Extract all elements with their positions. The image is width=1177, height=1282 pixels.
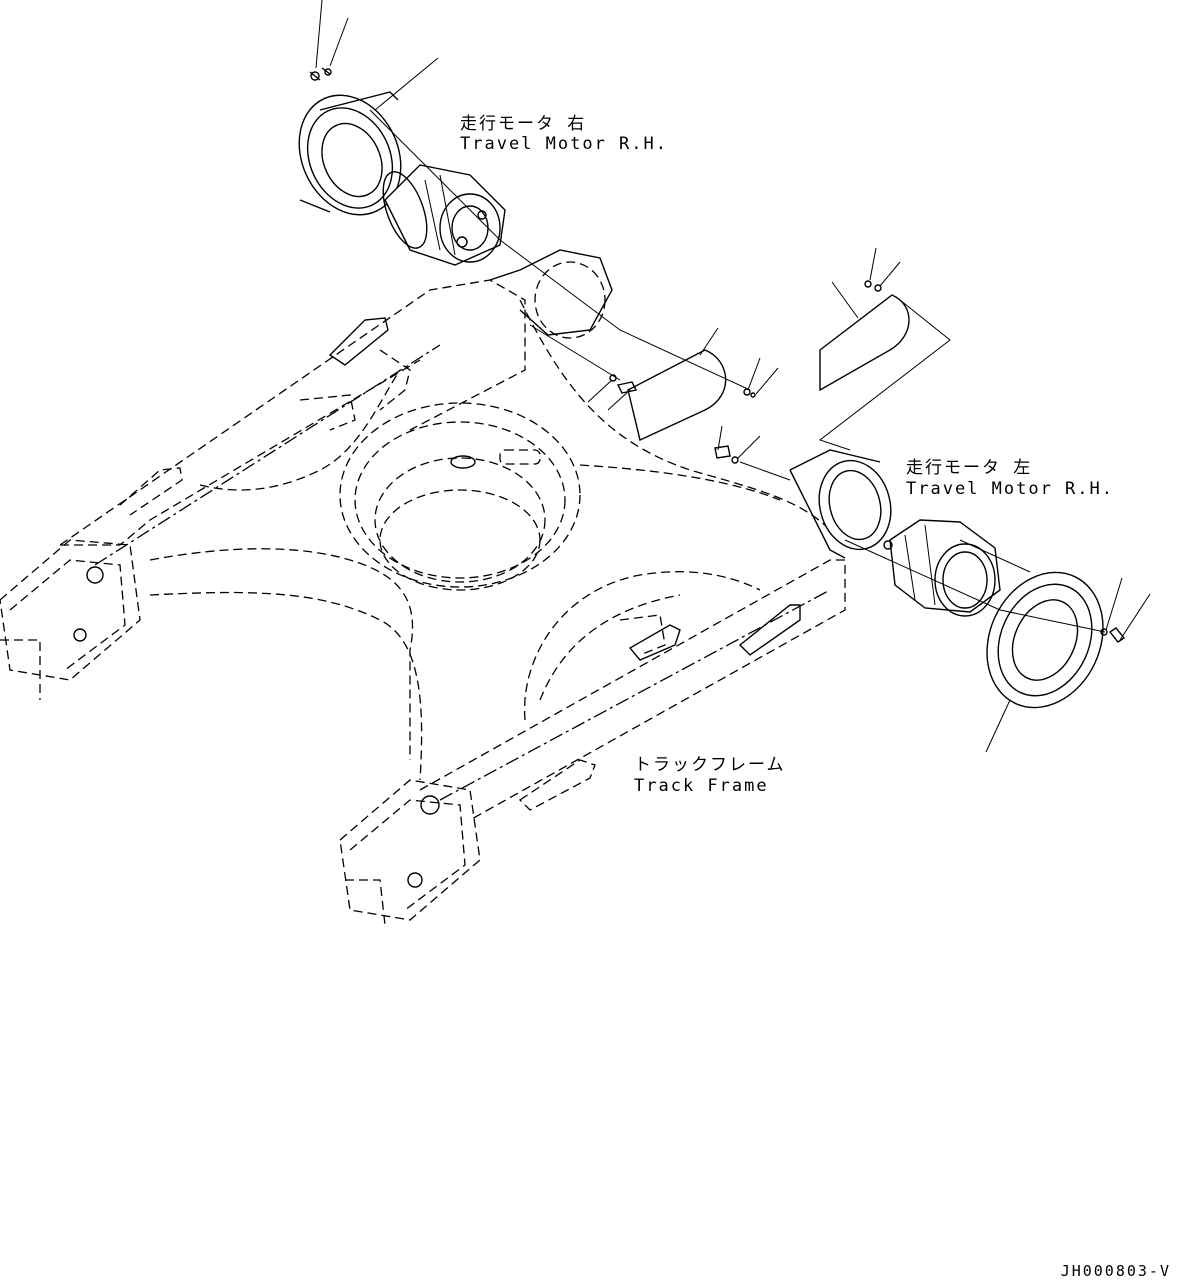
label-travel-motor-left-jp: 走行モータ 左 [906,458,1033,478]
label-track-frame-en: Track Frame [634,776,769,796]
label-travel-motor-right-en: Travel Motor R.H. [460,134,668,154]
label-travel-motor-right-jp: 走行モータ 右 [460,114,587,134]
track-frame [0,279,846,926]
label-travel-motor-left-en: Travel Motor R.H. [906,479,1114,499]
travel-motor-right [298,0,779,441]
label-track-frame-jp: トラックフレーム [634,755,786,775]
reference-code: JH000803-V [1060,1262,1171,1280]
travel-motor-left [714,247,1151,753]
